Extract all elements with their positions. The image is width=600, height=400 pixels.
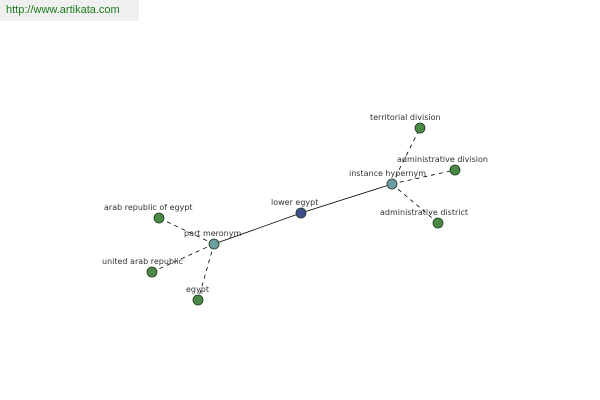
node-dot-arab-republic-of-egypt[interactable] [153, 212, 165, 224]
node-dot-territorial-division[interactable] [414, 122, 426, 134]
site-url[interactable]: http://www.artikata.com [0, 0, 139, 21]
edge-instance-hypernym-to-territorial-division [391, 127, 421, 185]
node-label-united-arab-republic: united arab republic [102, 257, 183, 266]
edge-part-meronym-to-egypt [197, 243, 215, 301]
node-arab-republic-of-egypt[interactable]: arab republic of egypt [104, 203, 193, 224]
node-dot-lower-egypt[interactable] [295, 207, 307, 219]
node-label-instance-hypernym: instance hypernym [349, 169, 426, 178]
node-egypt[interactable]: egypt [186, 285, 209, 306]
node-united-arab-republic[interactable]: united arab republic [102, 257, 183, 278]
edge-instance-hypernym-to-administrative-division [391, 169, 456, 185]
edge-lower-egypt-to-instance-hypernym [300, 183, 393, 214]
node-label-territorial-division: territorial division [370, 113, 441, 122]
node-dot-administrative-district[interactable] [432, 217, 444, 229]
node-label-lower-egypt: lower egypt [271, 198, 318, 207]
edge-lower-egypt-to-part-meronym [213, 212, 302, 245]
node-dot-administrative-division[interactable] [449, 164, 461, 176]
node-label-arab-republic-of-egypt: arab republic of egypt [104, 203, 193, 212]
edge-part-meronym-to-united-arab-republic [151, 243, 215, 273]
graph-nodes: lower egypt instance hypernym part meronym… [102, 113, 488, 306]
edge-instance-hypernym-to-administrative-district [391, 183, 439, 224]
node-dot-egypt[interactable] [192, 294, 204, 306]
node-instance-hypernym[interactable]: instance hypernym [349, 169, 426, 190]
edge-part-meronym-to-arab-republic-of-egypt [158, 217, 215, 245]
node-administrative-district[interactable]: administrative district [380, 208, 468, 229]
node-lower-egypt[interactable]: lower egypt [271, 198, 318, 219]
node-administrative-division[interactable]: administrative division [397, 155, 488, 176]
graph-edges [151, 127, 456, 301]
node-label-egypt: egypt [186, 285, 209, 294]
node-territorial-division[interactable]: territorial division [370, 113, 441, 134]
node-label-administrative-division: administrative division [397, 155, 488, 164]
node-dot-part-meronym[interactable] [208, 238, 220, 250]
node-dot-instance-hypernym[interactable] [386, 178, 398, 190]
node-part-meronym[interactable]: part meronym [184, 229, 241, 250]
node-label-part-meronym: part meronym [184, 229, 241, 238]
node-label-administrative-district: administrative district [380, 208, 468, 217]
node-dot-united-arab-republic[interactable] [146, 266, 158, 278]
